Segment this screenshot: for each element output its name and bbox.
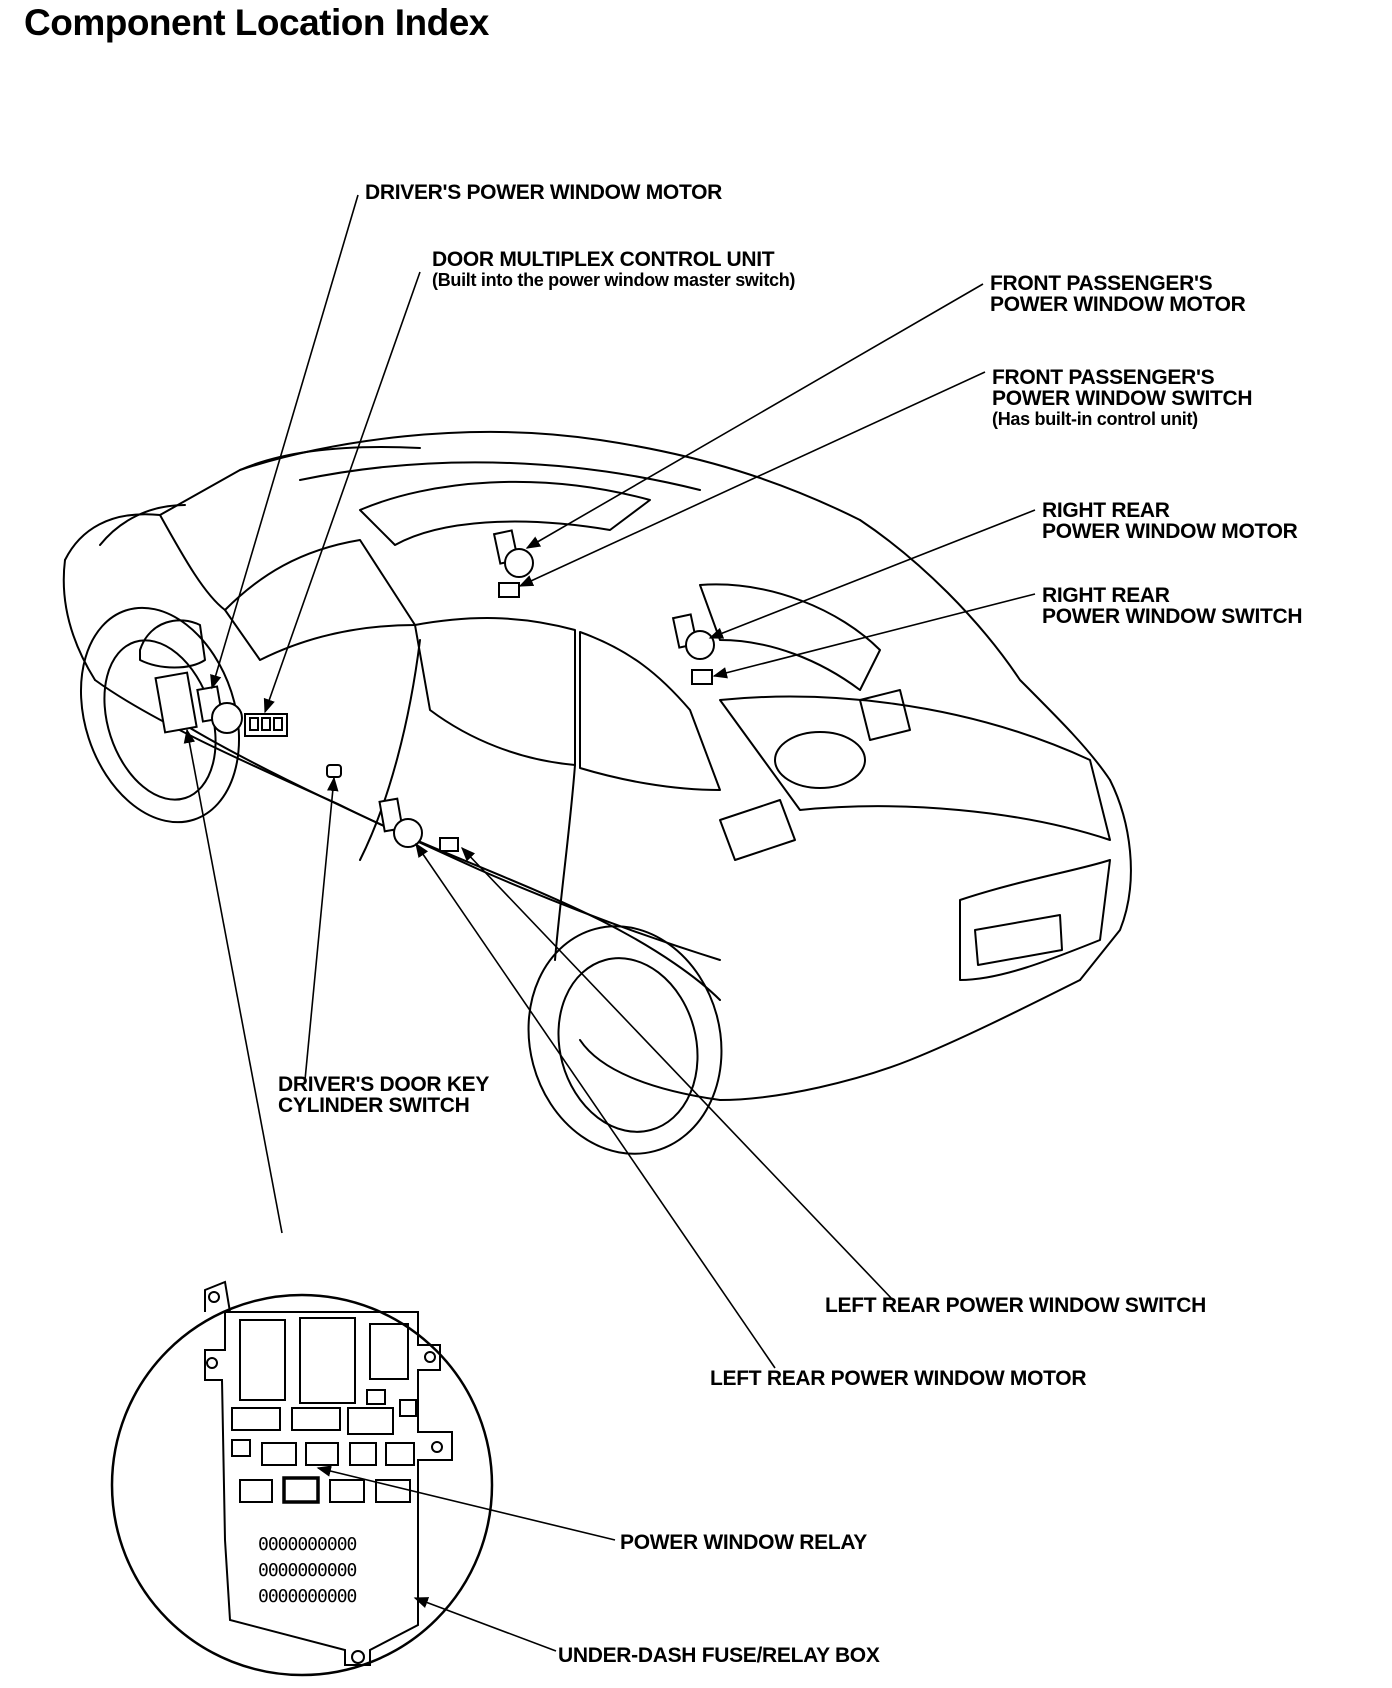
leader-front-passenger-motor bbox=[525, 283, 984, 549]
car-rear-glass bbox=[699, 583, 881, 691]
leader-key-cylinder bbox=[304, 776, 339, 1081]
inset-circle bbox=[110, 1293, 494, 1677]
left-rear-motor-icon bbox=[378, 797, 423, 848]
leader-left-rear-motor bbox=[415, 842, 776, 1369]
car-side-mirror bbox=[139, 619, 206, 669]
label-under-dash-fuse-relay-box: UNDER-DASH FUSE/RELAY BOX bbox=[558, 1644, 880, 1667]
car-front-wheel bbox=[79, 606, 241, 824]
fuse-row-2: 0000000000 bbox=[258, 1560, 357, 1581]
car-taillight bbox=[959, 859, 1111, 981]
front-module-icon bbox=[154, 671, 198, 734]
left-rear-switch-icon bbox=[439, 837, 459, 852]
car-sunroof bbox=[359, 480, 651, 546]
car-hood bbox=[64, 446, 421, 561]
fuse-box-outline bbox=[204, 1311, 453, 1666]
leader-right-rear-motor bbox=[708, 509, 1036, 639]
label-right-rear-power-window-switch: RIGHT REAR POWER WINDOW SWITCH bbox=[1042, 584, 1303, 628]
leader-drivers-window-motor bbox=[210, 194, 359, 690]
car-license-plate bbox=[974, 914, 1063, 966]
leader-right-rear-switch bbox=[712, 593, 1036, 679]
car-rear-wheel bbox=[527, 925, 723, 1155]
right-rear-motor-icon bbox=[671, 613, 715, 660]
leader-door-multiplex bbox=[263, 271, 421, 714]
fuse-row-3: 0000000000 bbox=[258, 1586, 357, 1607]
label-left-rear-power-window-switch: LEFT REAR POWER WINDOW SWITCH bbox=[825, 1294, 1206, 1317]
label-drivers-power-window-motor: DRIVER'S POWER WINDOW MOTOR bbox=[365, 181, 723, 204]
leader-power-window-relay bbox=[316, 1465, 616, 1541]
label-right-rear-power-window-motor: RIGHT REAR POWER WINDOW MOTOR bbox=[1042, 499, 1298, 543]
leader-left-rear-switch bbox=[461, 846, 894, 1301]
front-passenger-switch-icon bbox=[498, 582, 520, 598]
label-power-window-relay: POWER WINDOW RELAY bbox=[620, 1531, 867, 1554]
label-left-rear-power-window-motor: LEFT REAR POWER WINDOW MOTOR bbox=[710, 1367, 1087, 1390]
label-door-multiplex-control-unit: DOOR MULTIPLEX CONTROL UNIT (Built into … bbox=[432, 248, 796, 290]
key-cylinder-icon bbox=[326, 764, 342, 778]
driver-window-motor-icon bbox=[196, 685, 243, 734]
leader-fuse-box bbox=[183, 728, 283, 1234]
label-front-passengers-power-window-switch: FRONT PASSENGER'S POWER WINDOW SWITCH (H… bbox=[992, 366, 1253, 429]
leader-fuse-relay-box bbox=[413, 1597, 557, 1652]
fuse-box-inset bbox=[110, 1280, 494, 1677]
power-window-relay-icon bbox=[282, 1476, 320, 1504]
car-roof bbox=[239, 430, 861, 521]
master-switch-icon bbox=[244, 713, 288, 737]
car-front-window bbox=[414, 617, 576, 766]
page-title: Component Location Index bbox=[24, 2, 489, 43]
label-drivers-door-key-cylinder-switch: DRIVER'S DOOR KEY CYLINDER SWITCH bbox=[278, 1073, 490, 1117]
fuse-row-1: 0000000000 bbox=[258, 1534, 357, 1555]
leader-front-passenger-switch bbox=[518, 371, 986, 587]
front-passenger-motor-icon bbox=[492, 529, 534, 578]
car-trunk bbox=[719, 695, 1111, 841]
label-front-passengers-power-window-motor: FRONT PASSENGER'S POWER WINDOW MOTOR bbox=[990, 272, 1246, 316]
car-rear-window bbox=[579, 631, 721, 791]
car-outline bbox=[62, 430, 1132, 1155]
right-rear-switch-icon bbox=[691, 669, 713, 685]
